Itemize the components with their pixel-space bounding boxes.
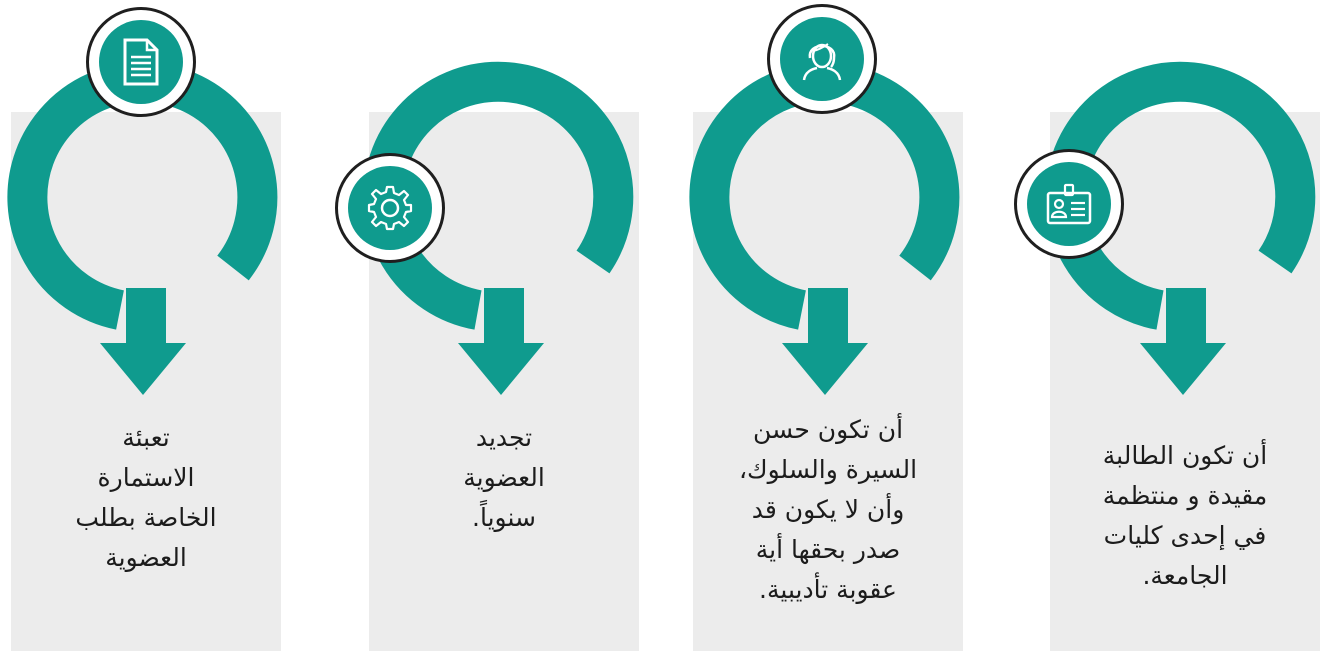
step-2: تجديد العضوية سنوياً.	[335, 0, 658, 651]
step-caption: أن تكون حسن السيرة والسلوك، وأن لا يكون …	[693, 410, 963, 610]
person-icon	[802, 43, 842, 81]
gear-icon	[367, 185, 413, 231]
caption-line: العضوية	[463, 463, 545, 492]
step-3: أن تكون حسن السيرة والسلوك، وأن لا يكون …	[682, 0, 982, 651]
caption-line: مقيدة و منتظمة	[1102, 481, 1268, 510]
step-caption: أن تكون الطالبة مقيدة و منتظمة في إحدى ك…	[1050, 436, 1320, 596]
caption-line: وأن لا يكون قد	[751, 495, 905, 524]
person-badge	[767, 4, 877, 114]
caption-line: سنوياً.	[472, 503, 536, 532]
step-4: أن تكون الطالبة مقيدة و منتظمة في إحدى ك…	[1014, 0, 1329, 651]
caption-line: في إحدى كليات	[1103, 521, 1267, 550]
id-card-badge	[1014, 149, 1124, 259]
caption-line: تعبئة	[122, 423, 170, 452]
caption-line: عقوبة تأديبية.	[759, 575, 897, 604]
step-1: تعبئة الاستمارة الخاصة بطلب العضوية	[0, 0, 300, 651]
document-badge	[86, 7, 196, 117]
caption-line: أن تكون حسن	[752, 415, 904, 444]
caption-line: تجديد	[475, 423, 533, 452]
caption-line: الخاصة بطلب	[75, 503, 217, 532]
caption-line: صدر بحقها أية	[755, 535, 901, 564]
step-caption: تعبئة الاستمارة الخاصة بطلب العضوية	[11, 418, 281, 578]
caption-line: الجامعة.	[1142, 561, 1228, 590]
caption-line: الاستمارة	[97, 463, 195, 492]
id-card-icon	[1046, 183, 1092, 225]
caption-line: السيرة والسلوك،	[738, 455, 918, 484]
circular-arrow	[1045, 61, 1316, 395]
document-icon	[123, 38, 159, 86]
caption-line: العضوية	[105, 543, 187, 572]
step-caption: تجديد العضوية سنوياً.	[369, 418, 639, 538]
gear-badge	[335, 153, 445, 263]
caption-line: أن تكون الطالبة	[1102, 441, 1268, 470]
